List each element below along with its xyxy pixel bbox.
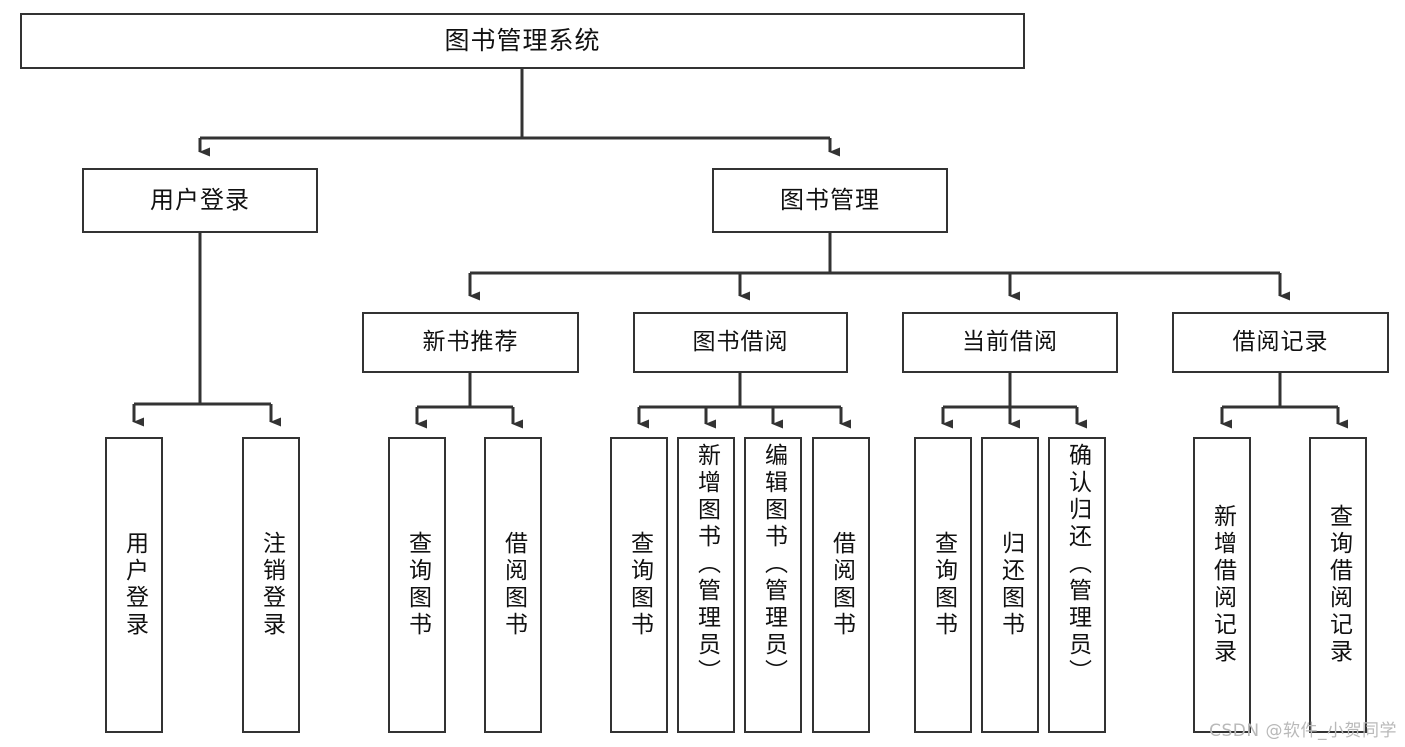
node-leaf-query-record[interactable]: 查询借阅记录 <box>1309 437 1367 733</box>
node-root-system[interactable]: 图书管理系统 <box>20 13 1025 69</box>
node-leaf-edit-book[interactable]: 编辑图书（管理员） <box>744 437 802 733</box>
node-leaf-user-login[interactable]: 用户登录 <box>105 437 163 733</box>
node-book-manage-label: 图书管理 <box>780 186 880 215</box>
node-leaf-query-book-3-label: 查询图书 <box>930 531 957 639</box>
node-borrow-record-label: 借阅记录 <box>1232 328 1329 355</box>
node-leaf-user-logout-label: 注销登录 <box>258 531 285 639</box>
node-leaf-query-book-1-label: 查询图书 <box>404 531 431 639</box>
node-leaf-borrow-book-2-label: 借阅图书 <box>828 531 855 639</box>
node-leaf-confirm-return[interactable]: 确认归还（管理员） <box>1048 437 1106 733</box>
node-leaf-borrow-book-1-label: 借阅图书 <box>500 531 527 639</box>
node-current-borrow-label: 当前借阅 <box>962 328 1058 355</box>
node-root-system-label: 图书管理系统 <box>444 26 601 55</box>
node-leaf-borrow-book-2[interactable]: 借阅图书 <box>812 437 870 733</box>
node-leaf-query-book-2-label: 查询图书 <box>626 531 653 639</box>
node-borrow-record[interactable]: 借阅记录 <box>1172 312 1389 373</box>
node-user-login[interactable]: 用户登录 <box>82 168 318 233</box>
node-leaf-query-book-1[interactable]: 查询图书 <box>388 437 446 733</box>
node-leaf-query-record-label: 查询借阅记录 <box>1325 504 1352 666</box>
node-leaf-add-book-label: 新增图书（管理员） <box>693 443 720 686</box>
node-leaf-add-book[interactable]: 新增图书（管理员） <box>677 437 735 733</box>
node-user-login-label: 用户登录 <box>150 186 250 215</box>
node-current-borrow[interactable]: 当前借阅 <box>902 312 1118 373</box>
node-leaf-add-record[interactable]: 新增借阅记录 <box>1193 437 1251 733</box>
node-leaf-add-record-label: 新增借阅记录 <box>1209 504 1236 666</box>
node-leaf-borrow-book-1[interactable]: 借阅图书 <box>484 437 542 733</box>
node-leaf-confirm-return-label: 确认归还（管理员） <box>1064 443 1091 686</box>
node-leaf-user-login-label: 用户登录 <box>121 531 148 639</box>
node-leaf-query-book-3[interactable]: 查询图书 <box>914 437 972 733</box>
node-leaf-return-book[interactable]: 归还图书 <box>981 437 1039 733</box>
node-new-book-rec[interactable]: 新书推荐 <box>362 312 579 373</box>
node-book-borrow[interactable]: 图书借阅 <box>633 312 848 373</box>
watermark-text: CSDN @软件_小贺同学 <box>1209 721 1397 741</box>
node-new-book-rec-label: 新书推荐 <box>422 328 519 355</box>
node-book-manage[interactable]: 图书管理 <box>712 168 948 233</box>
node-leaf-user-logout[interactable]: 注销登录 <box>242 437 300 733</box>
node-leaf-query-book-2[interactable]: 查询图书 <box>610 437 668 733</box>
node-book-borrow-label: 图书借阅 <box>692 328 789 355</box>
node-leaf-return-book-label: 归还图书 <box>997 531 1024 639</box>
node-leaf-edit-book-label: 编辑图书（管理员） <box>760 443 787 686</box>
